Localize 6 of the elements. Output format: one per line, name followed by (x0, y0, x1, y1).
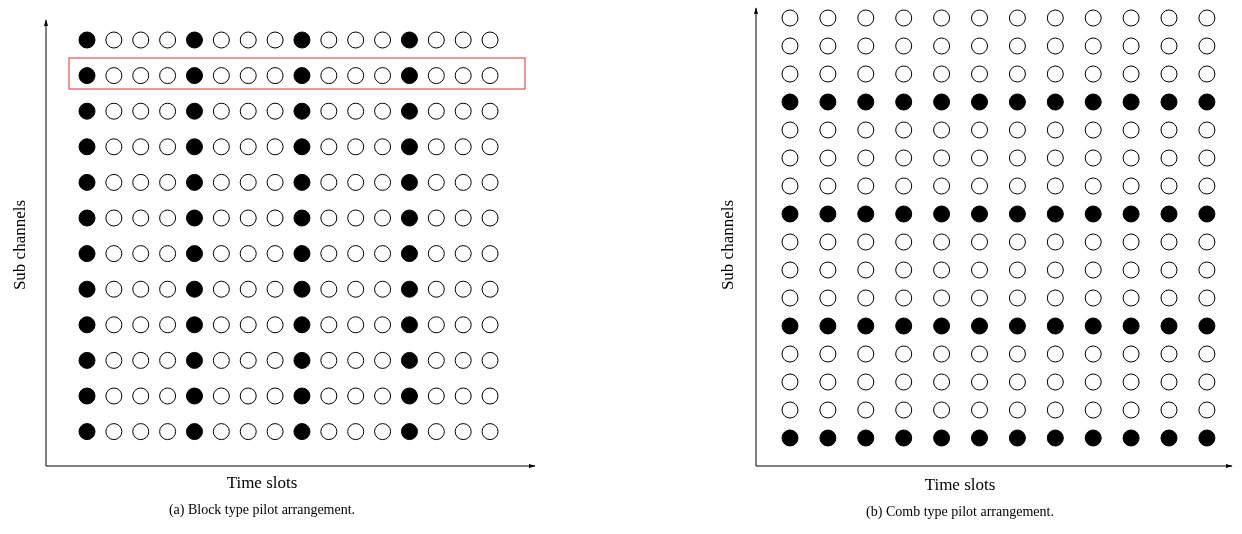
figure-caption: (b) Comb type pilot arrangement. (866, 504, 1054, 520)
axis-title: Time slots (924, 475, 996, 495)
axis-title: Sub channels (718, 199, 738, 291)
axis-title: Sub channels (10, 199, 30, 291)
axis-title: Time slots (226, 473, 298, 493)
figure-caption: (a) Block type pilot arrangement. (168, 502, 356, 518)
